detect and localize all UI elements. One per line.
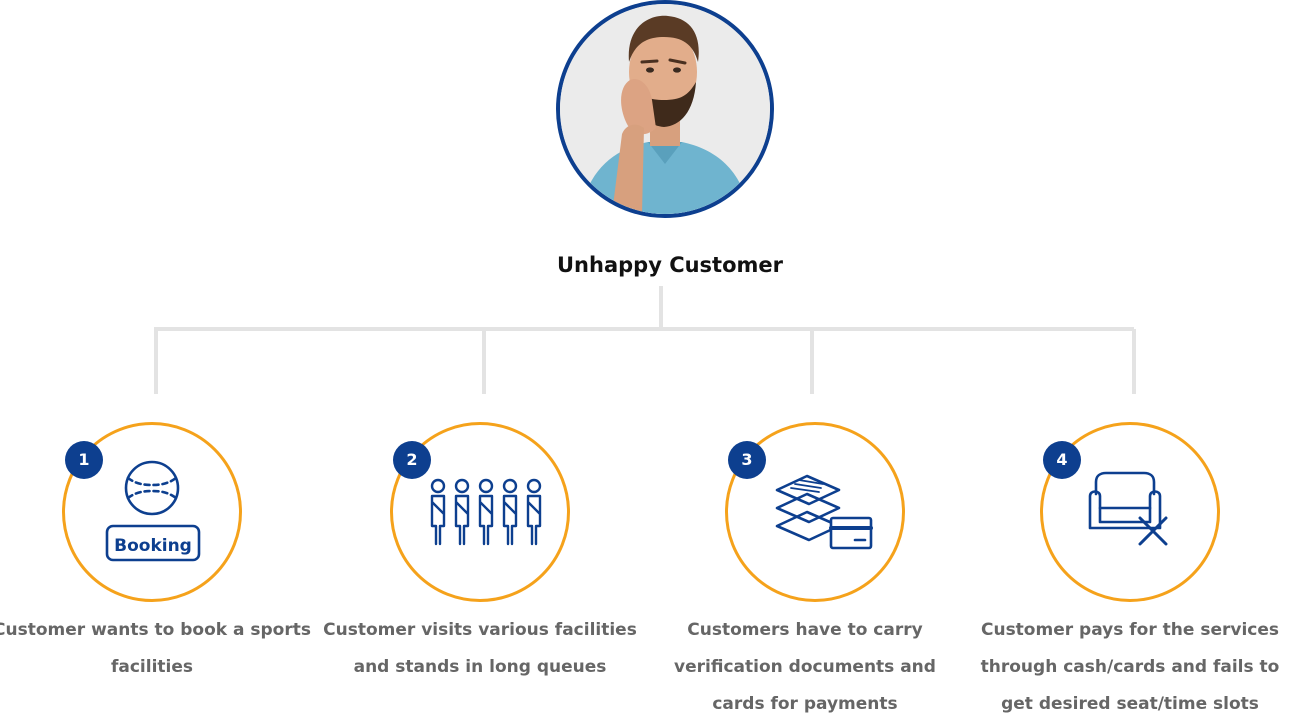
step-1: Booking 1 xyxy=(62,422,242,602)
step-number-badge: 4 xyxy=(1043,441,1081,479)
seat-cancel-icon xyxy=(1088,471,1168,546)
step-2: 2 xyxy=(390,422,570,602)
customer-avatar xyxy=(556,0,774,218)
step-number-badge: 2 xyxy=(393,441,431,479)
step-3: 3 xyxy=(725,422,905,602)
documents-and-card-icon xyxy=(775,474,873,550)
step-4-caption: Customer pays for the services through c… xyxy=(980,620,1280,714)
step-1-caption: Customer wants to book a sports faciliti… xyxy=(0,620,311,677)
step-4: 4 xyxy=(1040,422,1220,602)
step-number-badge: 1 xyxy=(65,441,103,479)
step-2-caption: Customer visits various facilities and s… xyxy=(323,620,637,677)
root-title: Unhappy Customer xyxy=(557,253,783,277)
baseball-booking-icon: Booking xyxy=(105,460,201,562)
frustrated-customer-portrait-icon xyxy=(560,4,770,214)
people-queue-icon xyxy=(430,478,542,546)
step-3-caption: Customers have to carry verification doc… xyxy=(674,620,936,714)
booking-icon-label: Booking xyxy=(114,536,192,556)
step-number-badge: 3 xyxy=(728,441,766,479)
